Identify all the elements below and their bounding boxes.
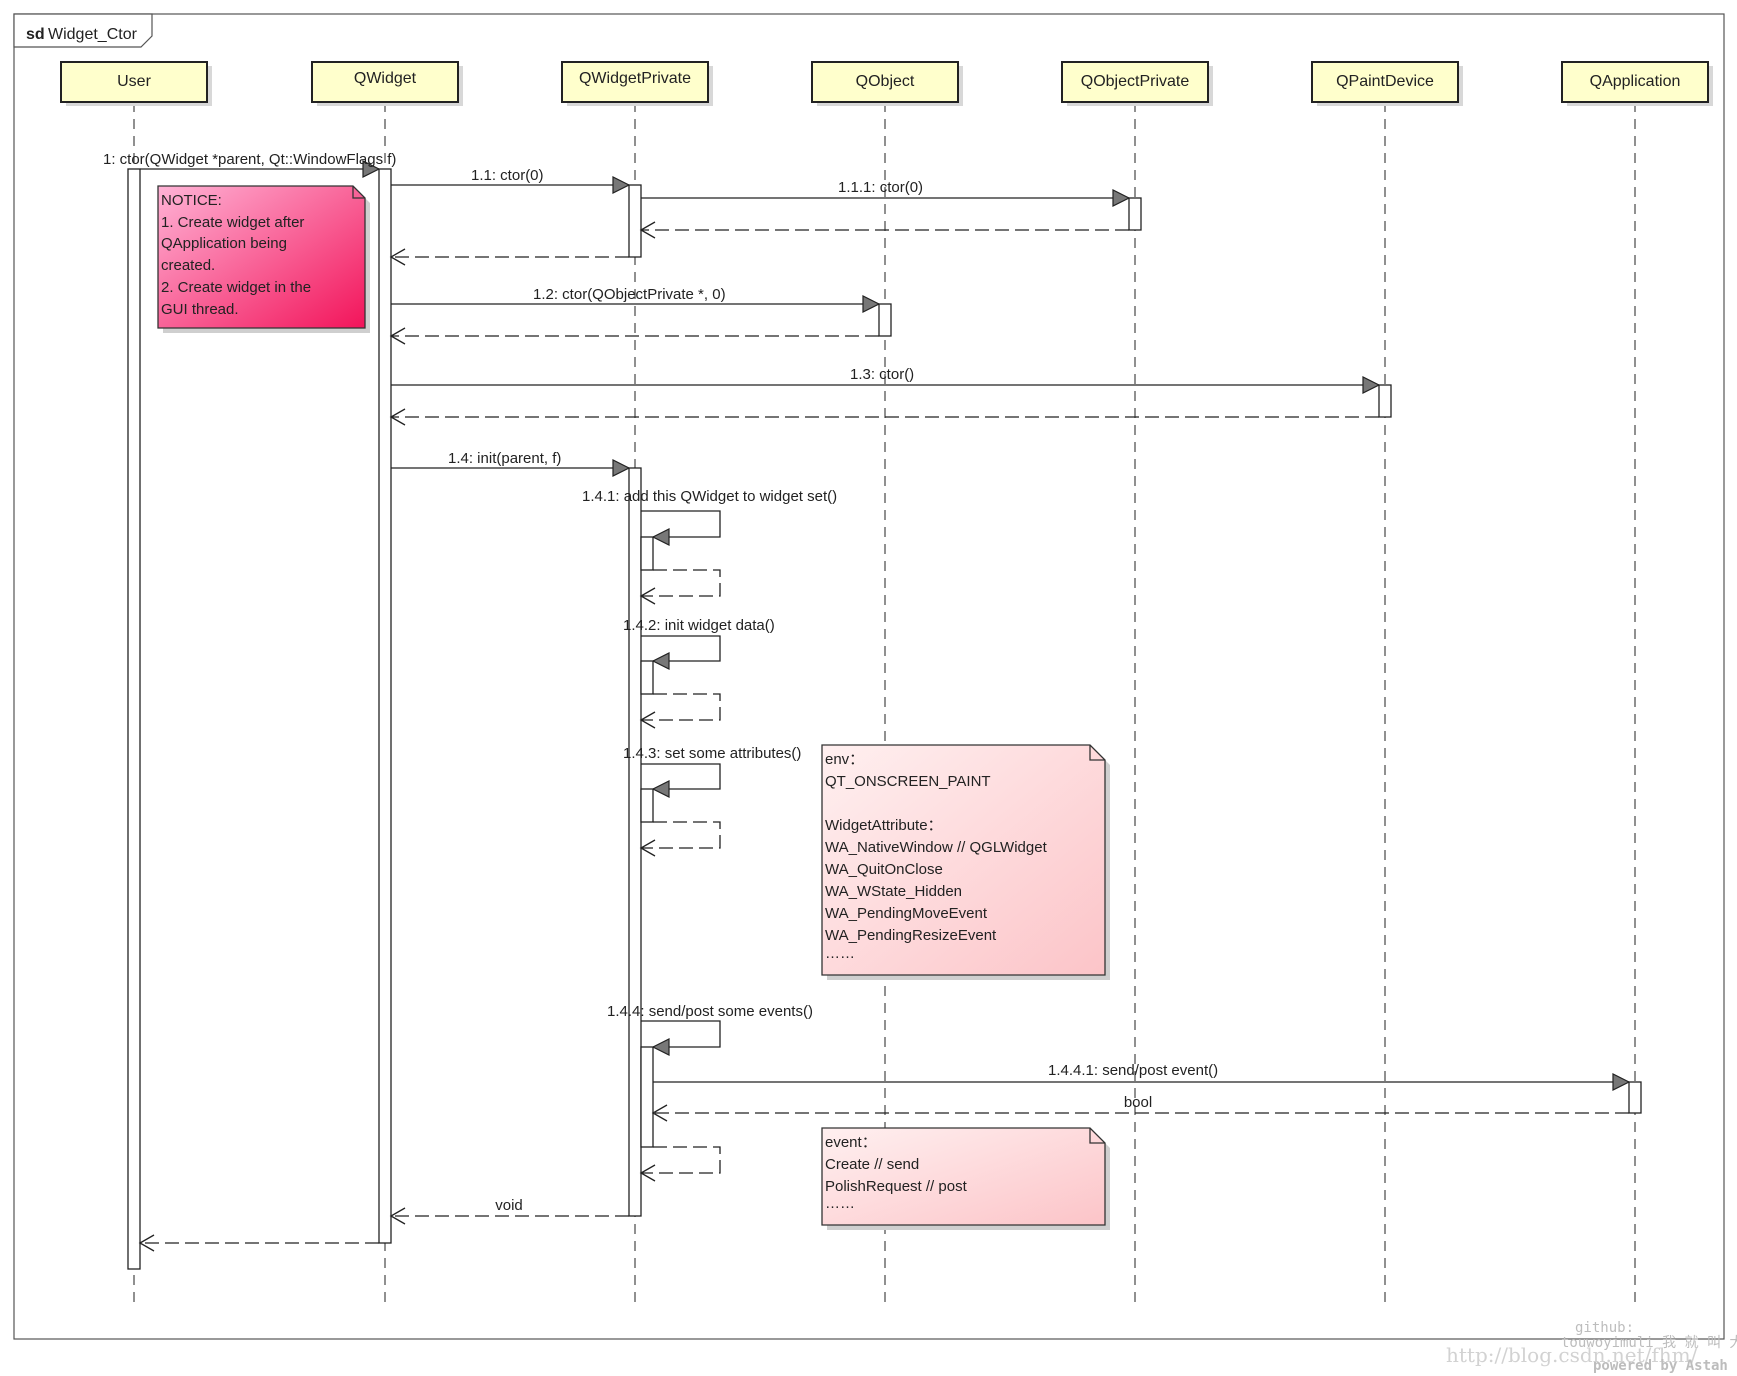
message-1-4-4: 1.4.4: send/post some events() <box>607 1003 813 1182</box>
activation-user <box>127 168 141 1270</box>
watermark-line-2: touwoyimuli 我 就 叫 大 毛 <box>1561 1335 1737 1351</box>
message-1-4: 1.4: init(parent, f) <box>391 450 631 477</box>
lifeline-qobjectprivate: QObjectPrivate <box>1061 61 1213 1303</box>
return-label-bool: bool <box>1124 1094 1152 1111</box>
message-label-1-1: 1.1: ctor(0) <box>471 167 544 184</box>
activation-qwidgetprivate-ctor <box>628 184 642 258</box>
return-1-4-4-1: bool <box>651 1094 1629 1122</box>
activation-qapplication <box>1628 1081 1642 1114</box>
lifeline-user: User <box>60 61 212 1303</box>
note-event-line-3: PolishRequest // post <box>825 1178 968 1195</box>
return-1-1 <box>389 248 629 266</box>
message-1-2: 1.2: ctor(QObjectPrivate *, 0) <box>391 286 881 313</box>
note-notice-line-6: GUI thread. <box>161 301 239 318</box>
note-env-line-5: WA_NativeWindow // QGLWidget <box>825 839 1048 856</box>
message-label-1-4-1: 1.4.1: add this QWidget to widget set() <box>582 488 837 505</box>
note-notice-line-2: 1. Create widget after <box>161 214 304 231</box>
note-env-line-7: WA_WState_Hidden <box>825 883 962 900</box>
lifelines: User QWidget QWidgetPrivate QObject QObj… <box>60 61 1713 1303</box>
messages: 1: ctor(QWidget *parent, Qt::WindowFlags… <box>103 151 1631 1252</box>
lifeline-qobject: QObject <box>811 61 963 1303</box>
message-label-1-4: 1.4: init(parent, f) <box>448 450 561 467</box>
note-event-line-1: event： <box>825 1134 877 1151</box>
message-1-1-1: 1.1.1: ctor(0) <box>641 179 1131 207</box>
note-event: event： Create // send PolishRequest // p… <box>821 1127 1110 1230</box>
watermark-powered: powered by Astah <box>1593 1358 1728 1374</box>
message-label-1: 1: ctor(QWidget *parent, Qt::WindowFlags… <box>103 151 396 168</box>
lifeline-label-qpaintdevice: QPaintDevice <box>1336 73 1434 90</box>
note-notice-line-4: created. <box>161 257 215 274</box>
message-label-1-1-1: 1.1.1: ctor(0) <box>838 179 923 196</box>
message-label-1-2: 1.2: ctor(QObjectPrivate *, 0) <box>533 286 726 303</box>
lifeline-qpaintdevice: QPaintDevice <box>1311 61 1463 1303</box>
activation-self-1-4-3 <box>640 788 654 823</box>
note-notice-line-3: QApplication being <box>161 235 287 252</box>
return-1-4: void <box>389 1197 629 1225</box>
message-label-1-4-4: 1.4.4: send/post some events() <box>607 1003 813 1020</box>
activations <box>127 168 1642 1270</box>
activation-qobjectprivate <box>1128 197 1142 231</box>
activation-qwidgetprivate-init <box>628 467 642 1217</box>
lifeline-label-qobjectprivate: QObjectPrivate <box>1081 73 1190 90</box>
message-1-4-1: 1.4.1: add this QWidget to widget set() <box>582 488 837 605</box>
note-env: env： QT_ONSCREEN_PAINT WidgetAttribute： … <box>821 744 1110 980</box>
activation-self-1-4-4 <box>640 1046 654 1148</box>
note-env-line-10: …… <box>825 945 855 962</box>
return-1-2 <box>389 327 879 345</box>
message-1-3: 1.3: ctor() <box>391 366 1381 394</box>
note-env-line-9: WA_PendingResizeEvent <box>825 927 997 944</box>
activation-qpaintdevice <box>1378 384 1392 418</box>
activation-qobject <box>878 303 892 337</box>
activation-qwidget <box>378 168 392 1244</box>
lifeline-label-qwidgetprivate: QWidgetPrivate <box>579 70 691 87</box>
lifeline-label-qobject: QObject <box>856 73 915 90</box>
note-notice-line-1: NOTICE: <box>161 192 222 209</box>
note-env-line-1: env： <box>825 751 864 768</box>
return-1 <box>138 1234 379 1252</box>
note-env-line-6: WA_QuitOnClose <box>825 861 943 878</box>
message-1: 1: ctor(QWidget *parent, Qt::WindowFlags… <box>103 151 396 178</box>
frame: sd Widget_Ctor <box>13 13 1725 1340</box>
activation-self-1-4-2 <box>640 660 654 695</box>
watermark-url: http://blog.csdn.net/fhm/ <box>1446 1343 1698 1367</box>
note-env-line-8: WA_PendingMoveEvent <box>825 905 988 922</box>
message-1-1: 1.1: ctor(0) <box>391 167 631 194</box>
message-1-4-3: 1.4.3: set some attributes() <box>623 745 801 857</box>
frame-name: Widget_Ctor <box>48 26 138 43</box>
return-label-void: void <box>495 1197 523 1214</box>
message-label-1-4-2: 1.4.2: init widget data() <box>623 617 775 634</box>
lifeline-label-qwidget: QWidget <box>354 70 417 87</box>
return-1-1-1 <box>639 221 1129 239</box>
note-env-line-2: QT_ONSCREEN_PAINT <box>825 773 991 790</box>
note-notice: NOTICE: 1. Create widget after QApplicat… <box>157 185 370 333</box>
message-label-1-4-4-1: 1.4.4.1: send/post event() <box>1048 1062 1218 1079</box>
return-1-3 <box>389 408 1379 426</box>
note-env-line-4: WidgetAttribute： <box>825 817 943 834</box>
activation-self-1-4-1 <box>640 536 654 571</box>
lifeline-qapplication: QApplication <box>1561 61 1713 1303</box>
note-event-line-2: Create // send <box>825 1156 919 1173</box>
note-notice-line-5: 2. Create widget in the <box>161 279 311 296</box>
message-1-4-4-1: 1.4.4.1: send/post event() <box>653 1062 1631 1091</box>
watermark: github: touwoyimuli 我 就 叫 大 毛 http://blo… <box>1446 1320 1737 1374</box>
frame-keyword: sd <box>26 26 45 43</box>
message-label-1-3: 1.3: ctor() <box>850 366 914 383</box>
message-label-1-4-3: 1.4.3: set some attributes() <box>623 745 801 762</box>
lifeline-label-user: User <box>117 73 151 90</box>
message-1-4-2: 1.4.2: init widget data() <box>623 617 775 729</box>
note-event-line-4: …… <box>825 1195 855 1212</box>
watermark-line-1: github: <box>1575 1320 1634 1336</box>
lifeline-label-qapplication: QApplication <box>1590 73 1681 90</box>
